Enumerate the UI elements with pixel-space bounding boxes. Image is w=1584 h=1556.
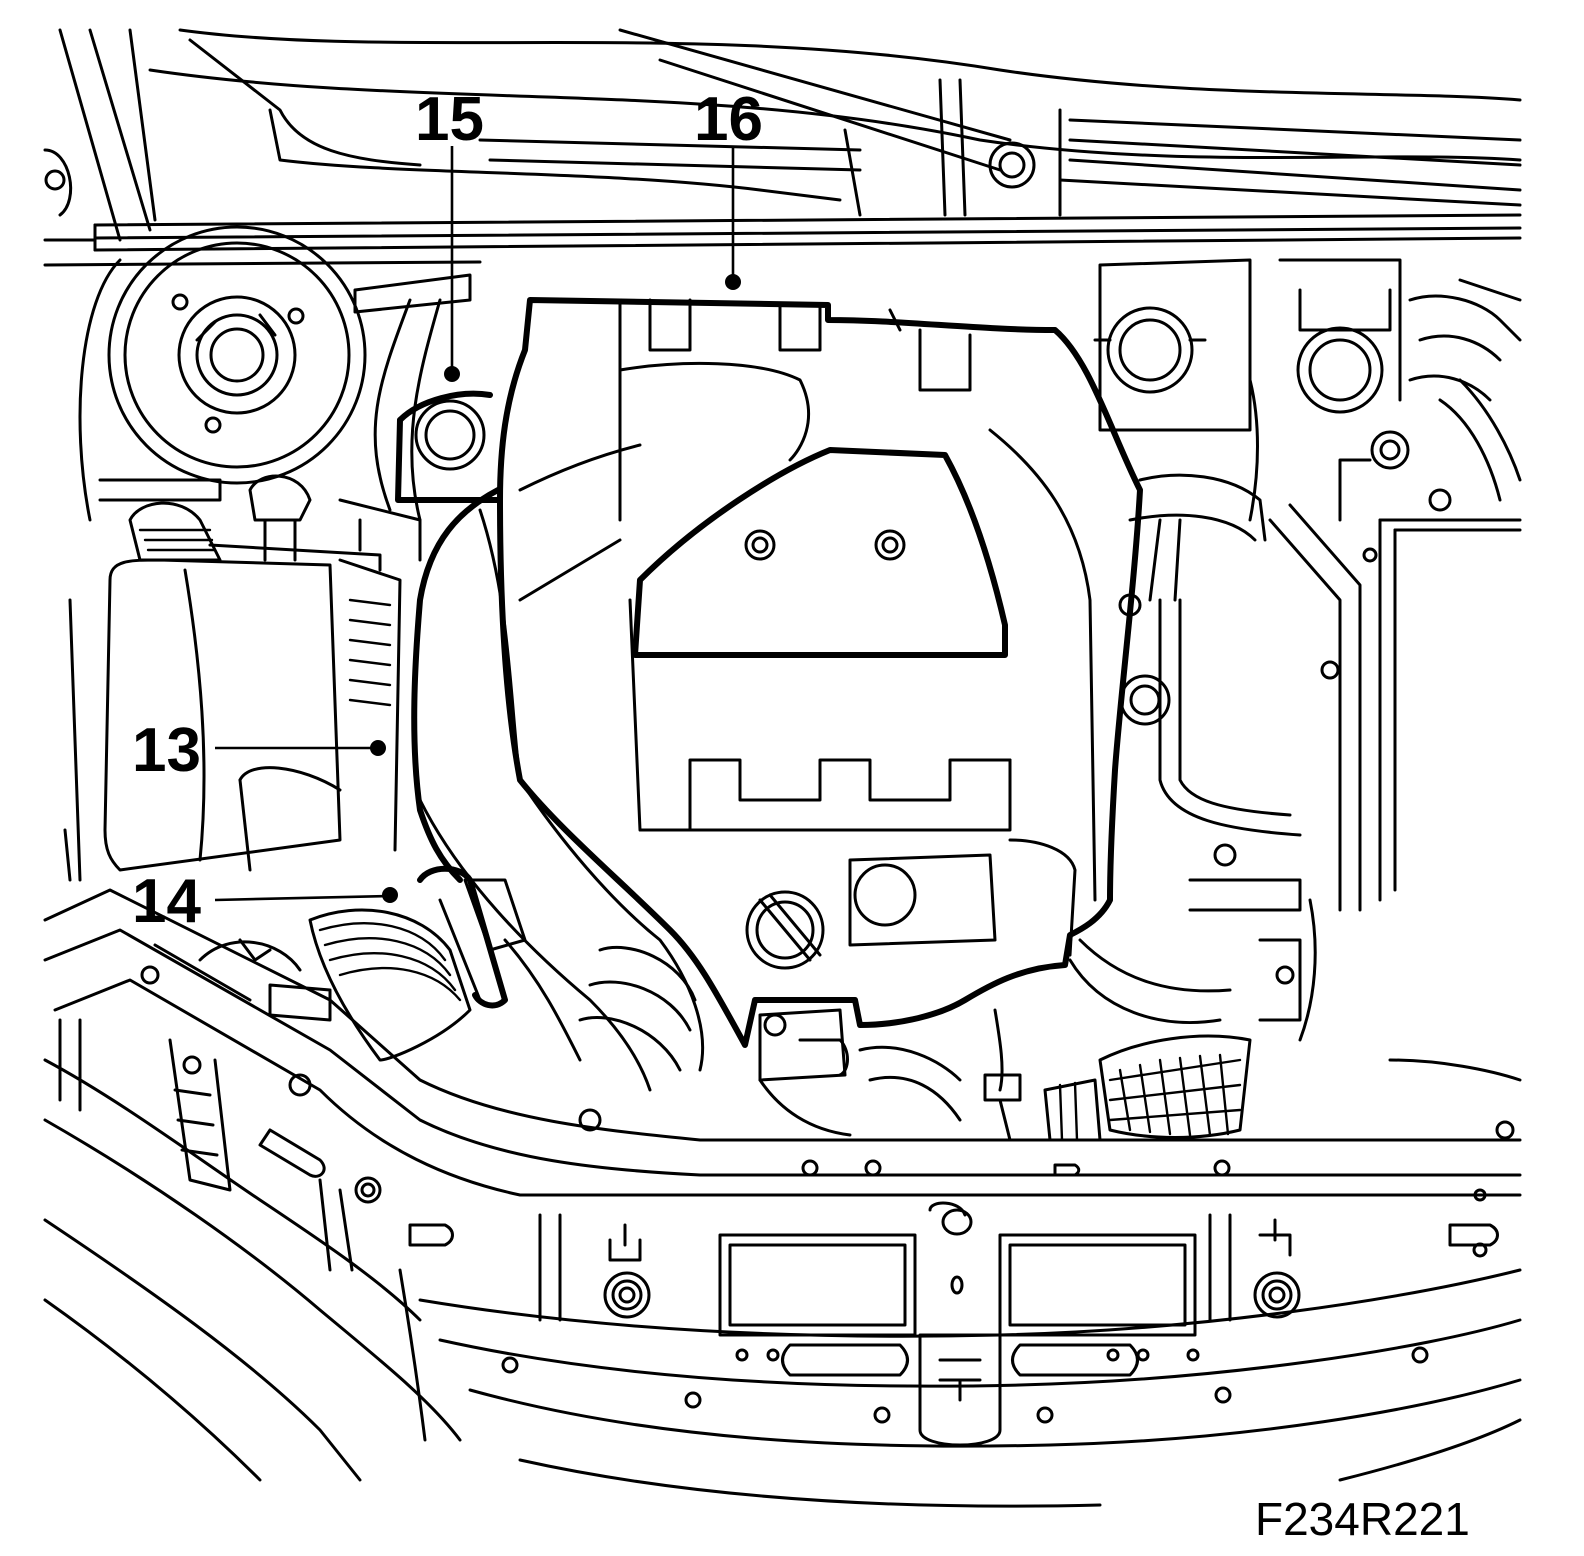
frame-rail bbox=[58, 1018, 427, 1442]
callout-16-group: 16 bbox=[694, 85, 763, 290]
strut-bar bbox=[43, 213, 1522, 522]
right-components bbox=[1093, 258, 1522, 912]
air-filter-housing bbox=[63, 558, 342, 882]
left-strut-tower bbox=[107, 225, 367, 485]
callout-16-label: 16 bbox=[694, 85, 763, 154]
cowl-lines bbox=[43, 28, 1522, 242]
callout-14-label: 14 bbox=[132, 867, 201, 936]
callout-13-group: 13 bbox=[132, 716, 386, 785]
left-wiring bbox=[98, 273, 472, 852]
figure-id: F234R221 bbox=[1255, 1493, 1470, 1545]
callout-15-group: 15 bbox=[415, 85, 484, 382]
callout-14-group: 14 bbox=[132, 867, 398, 936]
front-crossmember bbox=[43, 888, 1522, 1508]
intake-pipe bbox=[395, 390, 705, 1092]
engine-cover bbox=[497, 297, 1143, 1048]
sensor-connector bbox=[417, 865, 582, 1062]
lower-hoses bbox=[758, 898, 1522, 1142]
callout-15-label: 15 bbox=[415, 85, 484, 154]
ribbed-hose bbox=[198, 908, 472, 1062]
callout-13-label: 13 bbox=[132, 716, 201, 785]
